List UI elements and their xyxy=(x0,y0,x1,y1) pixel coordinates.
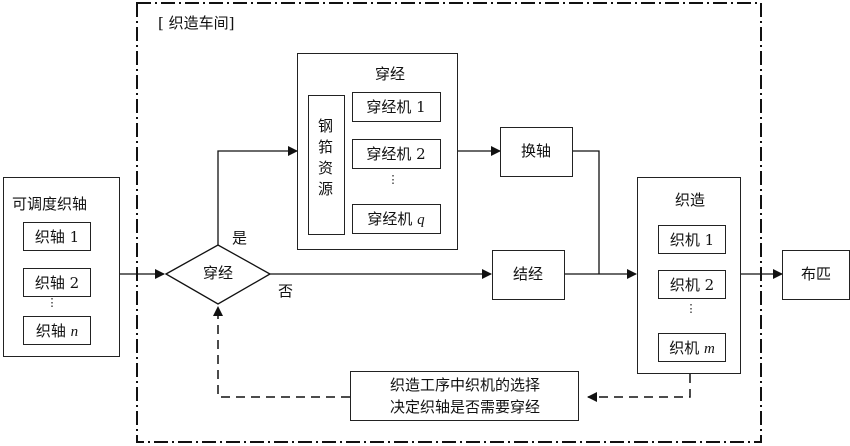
arrow-yes-to-drawing-in xyxy=(217,146,298,245)
loom-2-box xyxy=(658,270,726,299)
drawing-in-title: 穿经 xyxy=(374,65,406,83)
fabric-output-box xyxy=(782,250,850,300)
drawing-machine-q-box xyxy=(352,204,441,234)
loom-m-box xyxy=(658,333,726,362)
beam-change-box xyxy=(500,127,573,177)
loom-ellipsis: ⋮ xyxy=(685,302,697,315)
drawing-machine-1-label: 穿经机 1 xyxy=(366,98,426,116)
beam-n-box xyxy=(23,316,91,345)
decision-label: 穿经 xyxy=(202,264,234,282)
fabric-output-label: 布匹 xyxy=(800,265,832,283)
drawing-machine-ellipsis: ⋮ xyxy=(387,173,399,186)
weaving-title: 织造 xyxy=(674,191,706,209)
beam-2-box xyxy=(23,268,91,297)
reed-resource-box xyxy=(308,95,345,235)
beam-ellipsis: ⋮ xyxy=(46,296,58,309)
beam-2-label: 织轴 2 xyxy=(34,274,80,292)
drawing-machine-q-label: 穿经机 q xyxy=(367,210,425,228)
feedback-note-line1: 织造工序中织机的选择 xyxy=(389,376,541,394)
drawing-machine-2-label: 穿经机 2 xyxy=(366,145,426,163)
workshop-border xyxy=(136,2,762,443)
loom-1-box xyxy=(658,225,726,254)
reed-resource-label: 钢筘资源 xyxy=(316,118,334,202)
drawing-machine-2-box xyxy=(352,139,441,169)
tying-label: 结经 xyxy=(512,265,544,283)
loom-1-label: 织机 1 xyxy=(669,231,715,249)
feedback-line-to-decision xyxy=(213,306,350,398)
decision-no-label: 否 xyxy=(278,282,294,300)
schedulable-beams-title: 可调度织轴 xyxy=(12,195,88,213)
workshop-label: [ 织造车间] xyxy=(158,14,235,32)
decision-yes-label: 是 xyxy=(232,229,248,247)
beam-1-label: 织轴 1 xyxy=(34,228,80,246)
feedback-note-box xyxy=(350,371,579,421)
drawing-machine-1-box xyxy=(352,92,441,122)
loom-m-label: 织机 m xyxy=(669,339,715,357)
beam-change-label: 换轴 xyxy=(520,142,552,160)
tying-box xyxy=(492,250,565,300)
beam-n-label: 织轴 n xyxy=(35,322,79,340)
feedback-note-line2: 决定织轴是否需要穿经 xyxy=(389,398,541,416)
loom-2-label: 织机 2 xyxy=(669,276,715,294)
beam-1-box xyxy=(23,222,91,251)
feedback-line-from-weaving xyxy=(587,374,691,402)
line-beam-change-to-join xyxy=(573,150,600,274)
